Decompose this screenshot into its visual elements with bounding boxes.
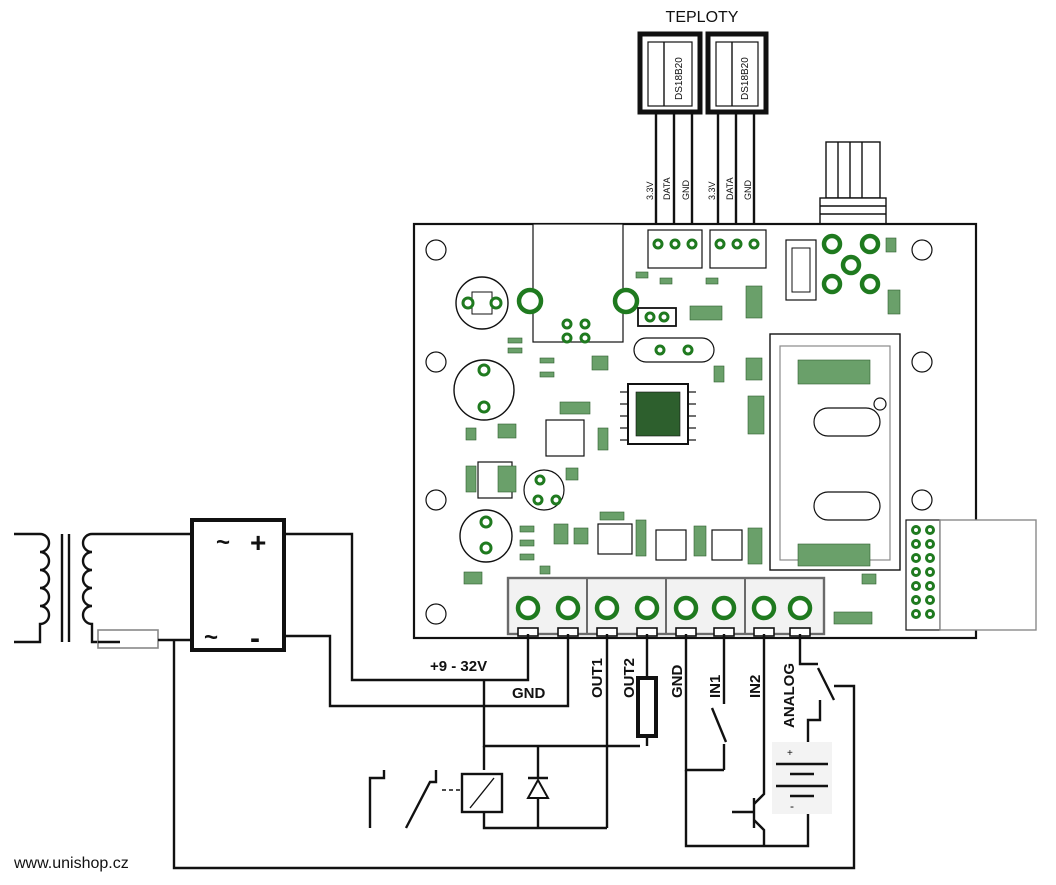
sensor-1-pin-data: DATA — [662, 177, 672, 200]
label-gnd: GND — [512, 685, 546, 702]
terminal-screw — [787, 595, 813, 621]
temp-sensor-1: DS18B20 3.3V DATA GND — [637, 31, 703, 234]
sensor-1-pin-33v: 3.3V — [645, 181, 655, 200]
terminal-screw — [515, 595, 541, 621]
rectifier-ac1-label: ~ — [216, 529, 230, 556]
antenna-connector — [819, 141, 887, 227]
wiring — [98, 532, 856, 870]
bridge-rectifier: ~ + ~ - — [190, 518, 286, 655]
label-out1: OUT1 — [589, 658, 606, 698]
sensor-1-pin-gnd: GND — [681, 180, 691, 201]
terminal-screw — [711, 595, 737, 621]
label-analog: ANALOG — [781, 663, 798, 728]
watermark: www.unishop.cz — [13, 855, 129, 872]
sensor-2-pin-data: DATA — [725, 177, 735, 200]
terminal-block — [506, 576, 826, 637]
terminal-screw — [555, 595, 581, 621]
transformer — [14, 532, 120, 644]
label-power: +9 - 32V — [430, 658, 487, 675]
mounting-hole — [425, 239, 447, 261]
battery-minus-label: - — [790, 799, 794, 813]
sensor-2-pin-gnd: GND — [743, 180, 753, 201]
sensor-1-name: DS18B20 — [674, 57, 685, 100]
terminal-screw — [634, 595, 660, 621]
title-teploty: TEPLOTY — [666, 9, 739, 26]
mounting-hole — [911, 351, 933, 373]
sensor-2-pin-33v: 3.3V — [707, 181, 717, 200]
rectifier-ac2-label: ~ — [204, 624, 218, 651]
mounting-hole — [911, 489, 933, 511]
pcb-board — [412, 222, 1037, 640]
mounting-hole — [425, 351, 447, 373]
relay-circuit — [368, 746, 607, 830]
rectifier-minus-label: - — [250, 622, 260, 655]
resistor — [636, 676, 658, 738]
terminal-screw — [594, 595, 620, 621]
battery: + - — [772, 742, 832, 814]
terminal-screw — [751, 595, 777, 621]
sensor-2-name: DS18B20 — [740, 57, 751, 100]
label-in1: IN1 — [707, 675, 724, 698]
label-in2: IN2 — [747, 675, 764, 698]
transistor — [732, 782, 766, 846]
terminal-screw — [673, 595, 699, 621]
battery-plus-label: + — [787, 748, 793, 759]
rectifier-plus-label: + — [250, 527, 266, 558]
fuse — [97, 629, 159, 649]
label-out2: OUT2 — [621, 658, 638, 698]
mounting-hole — [425, 489, 447, 511]
mounting-hole — [911, 239, 933, 261]
temp-sensor-2: DS18B20 3.3V DATA GND — [705, 31, 769, 234]
mounting-hole — [425, 603, 447, 625]
label-gnd2: GND — [669, 665, 686, 699]
